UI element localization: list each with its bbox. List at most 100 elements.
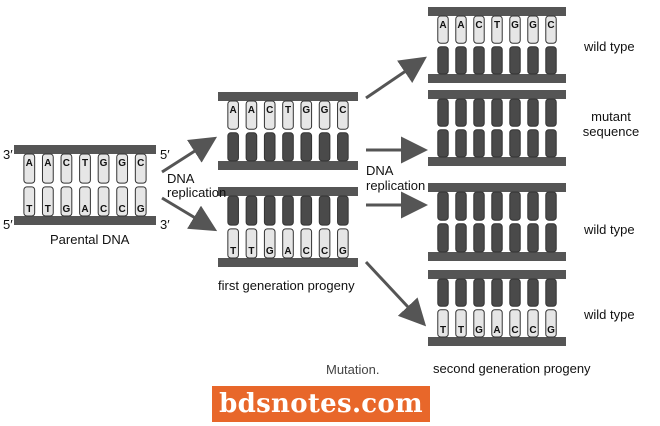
- base-letter: C: [119, 204, 126, 215]
- base-top: [509, 191, 521, 221]
- base-bottom: [227, 228, 239, 259]
- base-letter: T: [440, 325, 446, 336]
- base-top: [545, 98, 557, 127]
- base-letter: G: [118, 158, 126, 169]
- replication-label-2b: replication: [366, 178, 426, 193]
- base-top: [437, 278, 449, 307]
- base-top: [97, 153, 110, 184]
- base-top: [300, 195, 313, 226]
- base-top: [318, 100, 331, 130]
- second-generation-label: second generation progeny: [433, 361, 591, 376]
- base-top: [527, 191, 539, 221]
- base-letter: C: [339, 105, 346, 116]
- base-bottom: [545, 309, 557, 338]
- base-letter: T: [45, 204, 51, 215]
- base-letter: G: [511, 20, 519, 31]
- second-gen-2: [428, 90, 566, 166]
- base-bottom: [227, 132, 239, 162]
- base-letter: C: [475, 20, 482, 31]
- backbone-top: [218, 187, 358, 196]
- base-bottom: [437, 309, 449, 338]
- base-top: [455, 15, 467, 44]
- base-top: [134, 153, 147, 184]
- base-bottom: [116, 186, 129, 217]
- base-bottom: [337, 228, 349, 259]
- base-top: [491, 15, 503, 44]
- arrow-first-to-second-1: [365, 56, 427, 100]
- base-letter: G: [100, 158, 108, 169]
- prime-label-5-bottom: 5′: [3, 217, 13, 232]
- base-letter: C: [266, 105, 273, 116]
- base-top: [245, 100, 258, 130]
- second-gen-3: [428, 183, 566, 261]
- base-bottom: [491, 223, 503, 253]
- base-bottom: [337, 132, 349, 162]
- base-bottom: [300, 132, 313, 162]
- label-mutant: mutant: [591, 109, 631, 124]
- base-letter: T: [494, 20, 500, 31]
- base-bottom: [509, 223, 521, 253]
- base-bottom: [545, 46, 557, 75]
- backbone-bottom: [428, 74, 566, 83]
- arrow-parent-to-first-top: [161, 136, 218, 174]
- base-letter: G: [321, 105, 329, 116]
- replication-label-1a: DNA: [167, 171, 195, 186]
- arrows: [161, 56, 428, 327]
- base-letter: C: [511, 325, 518, 336]
- base-top: [79, 153, 91, 184]
- prime-label-5: 5′: [160, 147, 170, 162]
- base-top: [509, 15, 521, 44]
- base-bottom: [473, 46, 485, 75]
- base-letter: T: [230, 246, 236, 257]
- mutation-caption: Mutation.: [326, 362, 380, 377]
- first-generation-label: first generation progeny: [218, 278, 355, 293]
- base-letter: G: [137, 204, 145, 215]
- label-wild-type-3: wild type: [584, 307, 635, 322]
- replication-label-1b: replication: [167, 185, 227, 200]
- base-top: [491, 191, 503, 221]
- base-bottom: [437, 223, 449, 253]
- backbone-bottom: [218, 258, 358, 267]
- base-bottom: [545, 223, 557, 253]
- base-letter: T: [248, 246, 254, 257]
- backbone-top: [428, 7, 566, 16]
- base-top: [473, 191, 485, 221]
- base-letter: G: [302, 105, 310, 116]
- replication-label-2a: DNA: [366, 163, 394, 178]
- label-mutant-sequence: sequence: [582, 124, 640, 139]
- base-bottom: [545, 129, 557, 158]
- base-letter: C: [63, 158, 70, 169]
- base-top: [455, 278, 467, 307]
- base-top: [245, 195, 258, 226]
- base-letter: G: [475, 325, 483, 336]
- base-top: [437, 15, 449, 44]
- base-letter: T: [285, 105, 291, 116]
- backbone-top: [428, 90, 566, 99]
- base-bottom: [60, 186, 73, 217]
- backbone-top: [428, 183, 566, 192]
- base-bottom: [455, 223, 467, 253]
- base-letter: G: [529, 20, 537, 31]
- base-bottom: [437, 129, 449, 158]
- base-bottom: [473, 309, 485, 338]
- base-bottom: [41, 186, 54, 217]
- base-top: [41, 153, 54, 184]
- base-letter: A: [457, 20, 464, 31]
- backbone-bottom: [428, 337, 566, 346]
- base-top: [455, 191, 467, 221]
- base-bottom: [473, 129, 485, 158]
- label-wild-type-1: wild type: [584, 39, 635, 54]
- base-top: [263, 195, 276, 226]
- arrow-parent-to-first-bottom: [161, 196, 218, 232]
- base-letter: G: [547, 325, 555, 336]
- base-top: [491, 278, 503, 307]
- watermark-logo: bdsnotes.com: [212, 386, 430, 422]
- base-letter: A: [26, 158, 33, 169]
- base-top: [545, 15, 557, 44]
- base-top: [509, 98, 521, 127]
- base-bottom: [300, 228, 313, 259]
